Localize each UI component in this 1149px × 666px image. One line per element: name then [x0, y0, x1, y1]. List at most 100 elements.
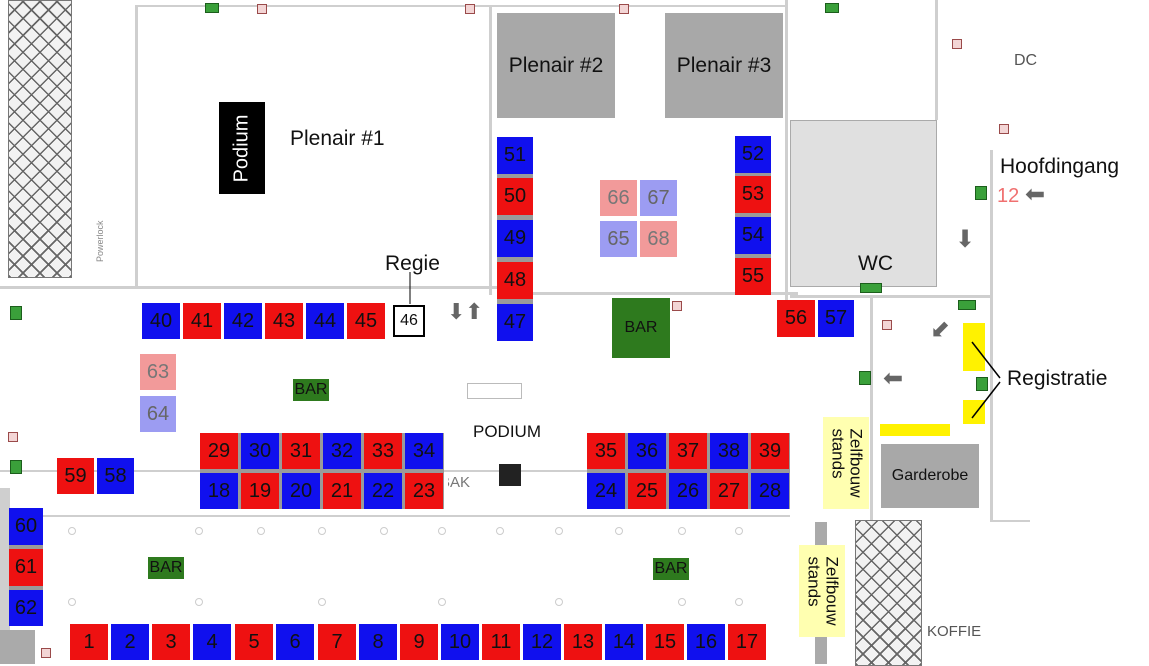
stand-23[interactable]: 23	[405, 473, 443, 509]
stand-1[interactable]: 1	[70, 624, 108, 660]
stand-29[interactable]: 29	[200, 433, 238, 469]
stand-35[interactable]: 35	[587, 433, 625, 469]
exit-sign-icon	[10, 460, 22, 474]
stand-26[interactable]: 26	[669, 473, 707, 509]
bar-left[interactable]: BAR	[293, 379, 329, 401]
stand-47[interactable]: 47	[497, 304, 533, 341]
stand-62[interactable]: 62	[9, 590, 43, 626]
stand-20[interactable]: 20	[282, 473, 320, 509]
stand-52[interactable]: 52	[735, 136, 771, 173]
stand-68[interactable]: 68	[640, 221, 677, 257]
light-dot	[678, 527, 686, 535]
arrow-left-icon: ⬅	[1025, 181, 1046, 208]
stand-21[interactable]: 21	[323, 473, 361, 509]
light-dot	[380, 527, 388, 535]
stand-67[interactable]: 67	[640, 180, 677, 216]
stand-27[interactable]: 27	[710, 473, 748, 509]
stand-2[interactable]: 2	[111, 624, 149, 660]
zelfbouw-stand-upper[interactable]: Zelfbouw stands	[823, 417, 869, 509]
light-dot	[496, 527, 504, 535]
stand-53[interactable]: 53	[735, 176, 771, 213]
bar-bottom-left[interactable]: BAR	[148, 557, 184, 579]
plenair3-room[interactable]: Plenair #3	[665, 13, 783, 118]
stand-61[interactable]: 61	[9, 549, 43, 586]
light-dot	[735, 527, 743, 535]
registratie-desk[interactable]	[963, 323, 985, 371]
stand-48[interactable]: 48	[497, 262, 533, 299]
stand-31[interactable]: 31	[282, 433, 320, 469]
stand-45[interactable]: 45	[347, 303, 385, 339]
stand-14[interactable]: 14	[605, 624, 643, 660]
stand-44[interactable]: 44	[306, 303, 344, 339]
stand-32[interactable]: 32	[323, 433, 361, 469]
stand-25[interactable]: 25	[628, 473, 666, 509]
stand-66[interactable]: 66	[600, 180, 637, 216]
stand-37[interactable]: 37	[669, 433, 707, 469]
stand-19[interactable]: 19	[241, 473, 279, 509]
wall	[0, 286, 498, 289]
registratie-desk[interactable]	[963, 400, 985, 424]
wall	[990, 150, 993, 520]
light-dot	[735, 598, 743, 606]
stand-41[interactable]: 41	[183, 303, 221, 339]
stand-7[interactable]: 7	[318, 624, 356, 660]
stand-39[interactable]: 39	[751, 433, 789, 469]
stand-8[interactable]: 8	[359, 624, 397, 660]
stand-49[interactable]: 49	[497, 220, 533, 257]
stand-64[interactable]: 64	[140, 396, 176, 432]
stand-4[interactable]: 4	[193, 624, 231, 660]
stand-40[interactable]: 40	[142, 303, 180, 339]
stand-30[interactable]: 30	[241, 433, 279, 469]
fire-extinguisher-icon	[882, 320, 892, 330]
bar-bottom-right[interactable]: BAR	[653, 558, 689, 580]
stand-43[interactable]: 43	[265, 303, 303, 339]
stand-51[interactable]: 51	[497, 137, 533, 174]
arrow-left-icon: ⬅	[883, 365, 904, 392]
stand-59[interactable]: 59	[57, 458, 94, 494]
stand-24[interactable]: 24	[587, 473, 625, 509]
bar-center[interactable]: BAR	[612, 298, 670, 358]
stand-12[interactable]: 12	[523, 624, 561, 660]
zelfbouw-stand-lower[interactable]: Zelfbouw stands	[799, 545, 845, 637]
stand-58[interactable]: 58	[97, 458, 134, 494]
stand-3[interactable]: 3	[152, 624, 190, 660]
stand-13[interactable]: 13	[564, 624, 602, 660]
plenair2-room[interactable]: Plenair #2	[497, 13, 615, 118]
stand-6[interactable]: 6	[276, 624, 314, 660]
fire-extinguisher-icon	[465, 4, 475, 14]
stand-11[interactable]: 11	[482, 624, 520, 660]
stand-36[interactable]: 36	[628, 433, 666, 469]
stand-16[interactable]: 16	[687, 624, 725, 660]
stand-33[interactable]: 33	[364, 433, 402, 469]
light-dot	[68, 527, 76, 535]
garderobe[interactable]: Garderobe	[881, 444, 979, 508]
stand-46[interactable]: 46	[393, 305, 425, 337]
stand-15[interactable]: 15	[646, 624, 684, 660]
arrow-down-icon: ⬇	[955, 226, 976, 253]
registratie-bar[interactable]	[880, 424, 950, 436]
fire-extinguisher-icon	[41, 648, 51, 658]
stand-60[interactable]: 60	[9, 508, 43, 545]
stand-17[interactable]: 17	[728, 624, 766, 660]
podium-table	[467, 383, 522, 399]
hoofdingang-label: Hoofdingang	[1000, 155, 1120, 178]
stand-9[interactable]: 9	[400, 624, 438, 660]
regie-pointer	[409, 272, 411, 304]
stand-28[interactable]: 28	[751, 473, 789, 509]
stand-42[interactable]: 42	[224, 303, 262, 339]
stand-5[interactable]: 5	[235, 624, 273, 660]
stand-50[interactable]: 50	[497, 178, 533, 215]
stand-10[interactable]: 10	[441, 624, 479, 660]
stand-34[interactable]: 34	[405, 433, 443, 469]
stand-18[interactable]: 18	[200, 473, 238, 509]
stand-22[interactable]: 22	[364, 473, 402, 509]
light-dot	[68, 598, 76, 606]
stand-38[interactable]: 38	[710, 433, 748, 469]
stand-54[interactable]: 54	[735, 217, 771, 254]
stand-65[interactable]: 65	[600, 221, 637, 257]
stand-55[interactable]: 55	[735, 258, 771, 295]
stand-63[interactable]: 63	[140, 354, 176, 390]
stand-56[interactable]: 56	[777, 300, 815, 337]
exit-sign-icon	[825, 3, 839, 13]
stand-57[interactable]: 57	[818, 300, 854, 337]
